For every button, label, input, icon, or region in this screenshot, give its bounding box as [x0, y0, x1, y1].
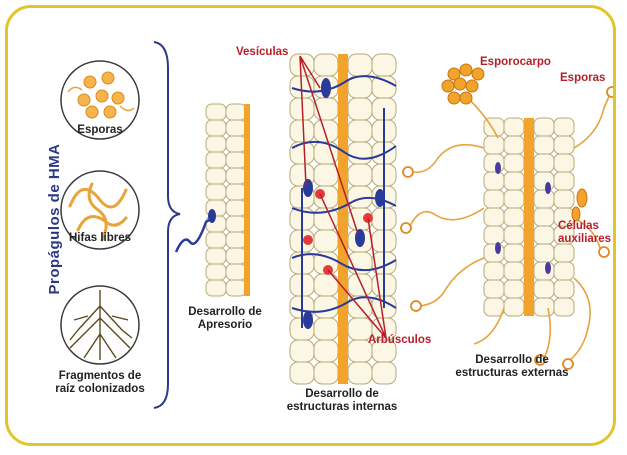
annotation-celulas-auxiliares: Células auxiliares: [558, 220, 616, 246]
external-vessel: [524, 118, 534, 316]
auxiliary-cells: [572, 189, 587, 221]
internal-vessel: [338, 54, 348, 384]
annotation-esporas: Esporas: [560, 72, 616, 85]
appressorium: [208, 209, 216, 223]
label-stage-apresorio: Desarrollo de Apresorio: [180, 306, 270, 332]
grouping-bracket: [154, 42, 180, 408]
annotation-esporocarpo: Esporocarpo: [480, 56, 570, 69]
sporocarp: [442, 64, 484, 104]
label-free-hyphae: Hifas libres: [60, 232, 140, 245]
label-spores: Esporas: [60, 124, 140, 137]
root-fragments-circle: [61, 286, 139, 364]
label-stage-externas: Desarrollo de estructuras externas: [452, 354, 572, 380]
apresorio-vessel: [244, 104, 250, 296]
annotation-arbusculos: Arbúsculos: [368, 334, 458, 347]
label-root-fragments: Fragmentos de raíz colonizados: [52, 370, 148, 396]
annotation-vesiculas: Vesículas: [236, 46, 316, 59]
label-stage-internas: Desarrollo de estructuras internas: [276, 388, 408, 414]
propagules-title: Propágulos de HMA: [46, 134, 68, 304]
apresorio-root: [206, 104, 246, 296]
diagram-frame: Propágulos de HMA Esporas Hifas libres F…: [5, 5, 616, 446]
